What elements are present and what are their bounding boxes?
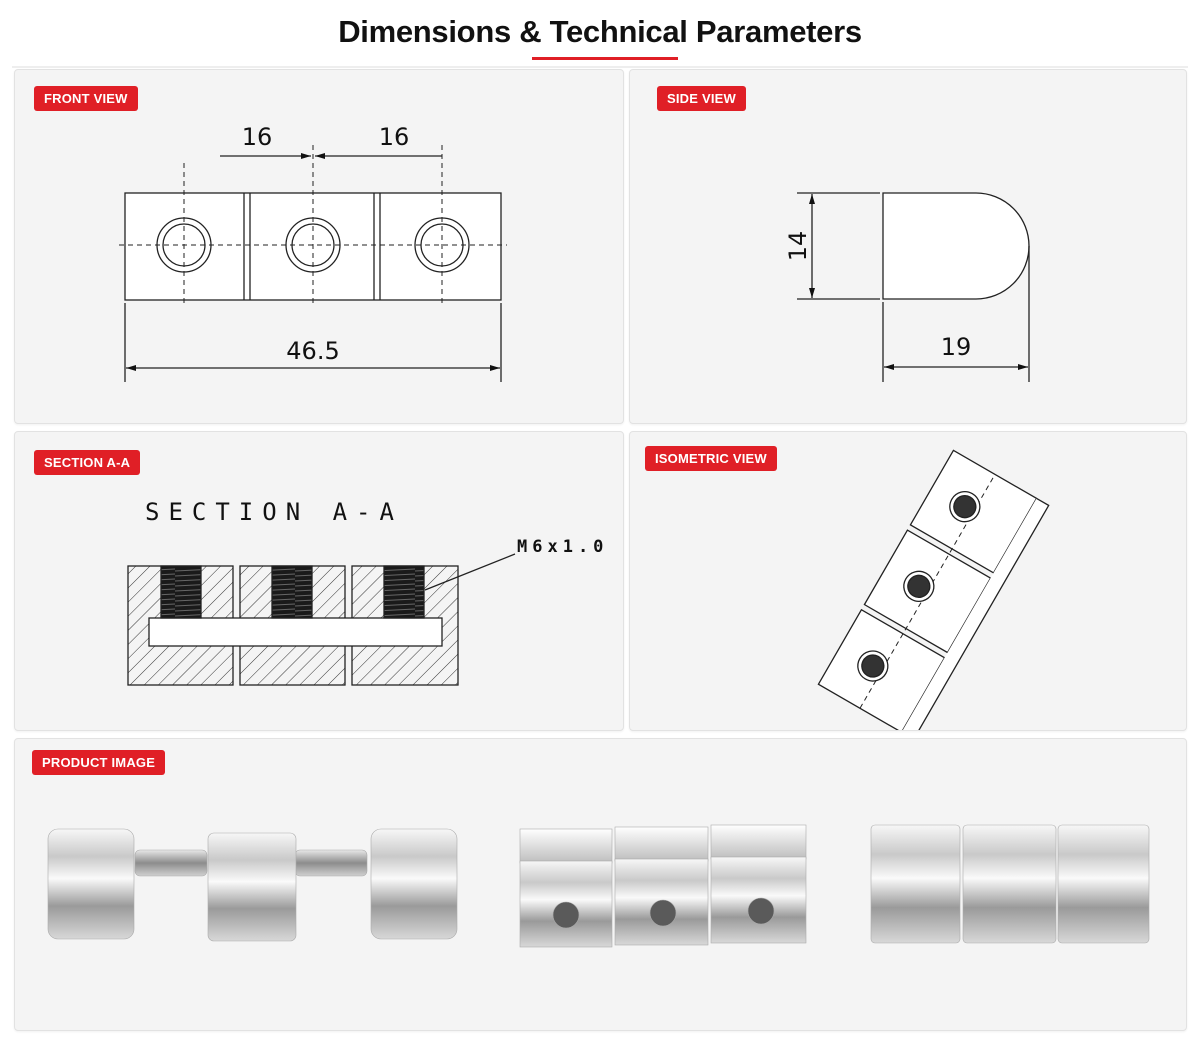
front-view-drawing: 16 16 46.5	[119, 123, 507, 382]
product-photos	[47, 824, 1150, 948]
iso-hole-2	[903, 570, 935, 602]
section-thread-3	[383, 565, 425, 619]
section-thread-1	[160, 565, 202, 619]
side-view-panel: SIDE VIEW 14 19	[629, 69, 1187, 424]
title-accent-underline	[532, 57, 678, 60]
title-divider	[12, 66, 1188, 68]
product-image-panel: PRODUCT IMAGE	[14, 738, 1187, 1031]
isometric-view-panel: ISOMETRIC VIEW	[629, 431, 1187, 731]
page-title: Dimensions & Technical Parameters	[338, 14, 862, 49]
front-view-badge: FRONT VIEW	[34, 86, 138, 111]
front-dim-pitch-left: 16	[242, 123, 273, 151]
front-dim-total-length: 46.5	[286, 337, 339, 365]
thread-callout: M6x1.0	[517, 537, 608, 557]
product-photo-holes	[519, 824, 807, 948]
side-dim-height: 14	[784, 231, 812, 262]
isometric-view-drawing	[817, 449, 1050, 730]
side-view-badge: SIDE VIEW	[657, 86, 746, 111]
isometric-view-badge: ISOMETRIC VIEW	[645, 446, 777, 471]
section-heading: SECTION A-A	[145, 498, 403, 526]
section-view-panel: SECTION A-A SECTION A-A M6x1.0	[14, 431, 624, 731]
iso-hole-1	[857, 650, 889, 682]
front-view-panel: FRONT VIEW	[14, 69, 624, 424]
product-photo-exploded	[47, 828, 458, 942]
section-view-drawing: SECTION A-A M6x1.0	[127, 498, 608, 686]
product-image-badge: PRODUCT IMAGE	[32, 750, 166, 775]
front-dim-pitch-right: 16	[379, 123, 410, 151]
section-view-badge: SECTION A-A	[34, 450, 141, 475]
side-dim-depth: 19	[941, 333, 972, 361]
side-view-drawing: 14 19	[784, 192, 1030, 382]
section-thread-2	[271, 565, 313, 619]
iso-hole-3	[949, 491, 981, 523]
product-photo-plain	[870, 824, 1150, 944]
